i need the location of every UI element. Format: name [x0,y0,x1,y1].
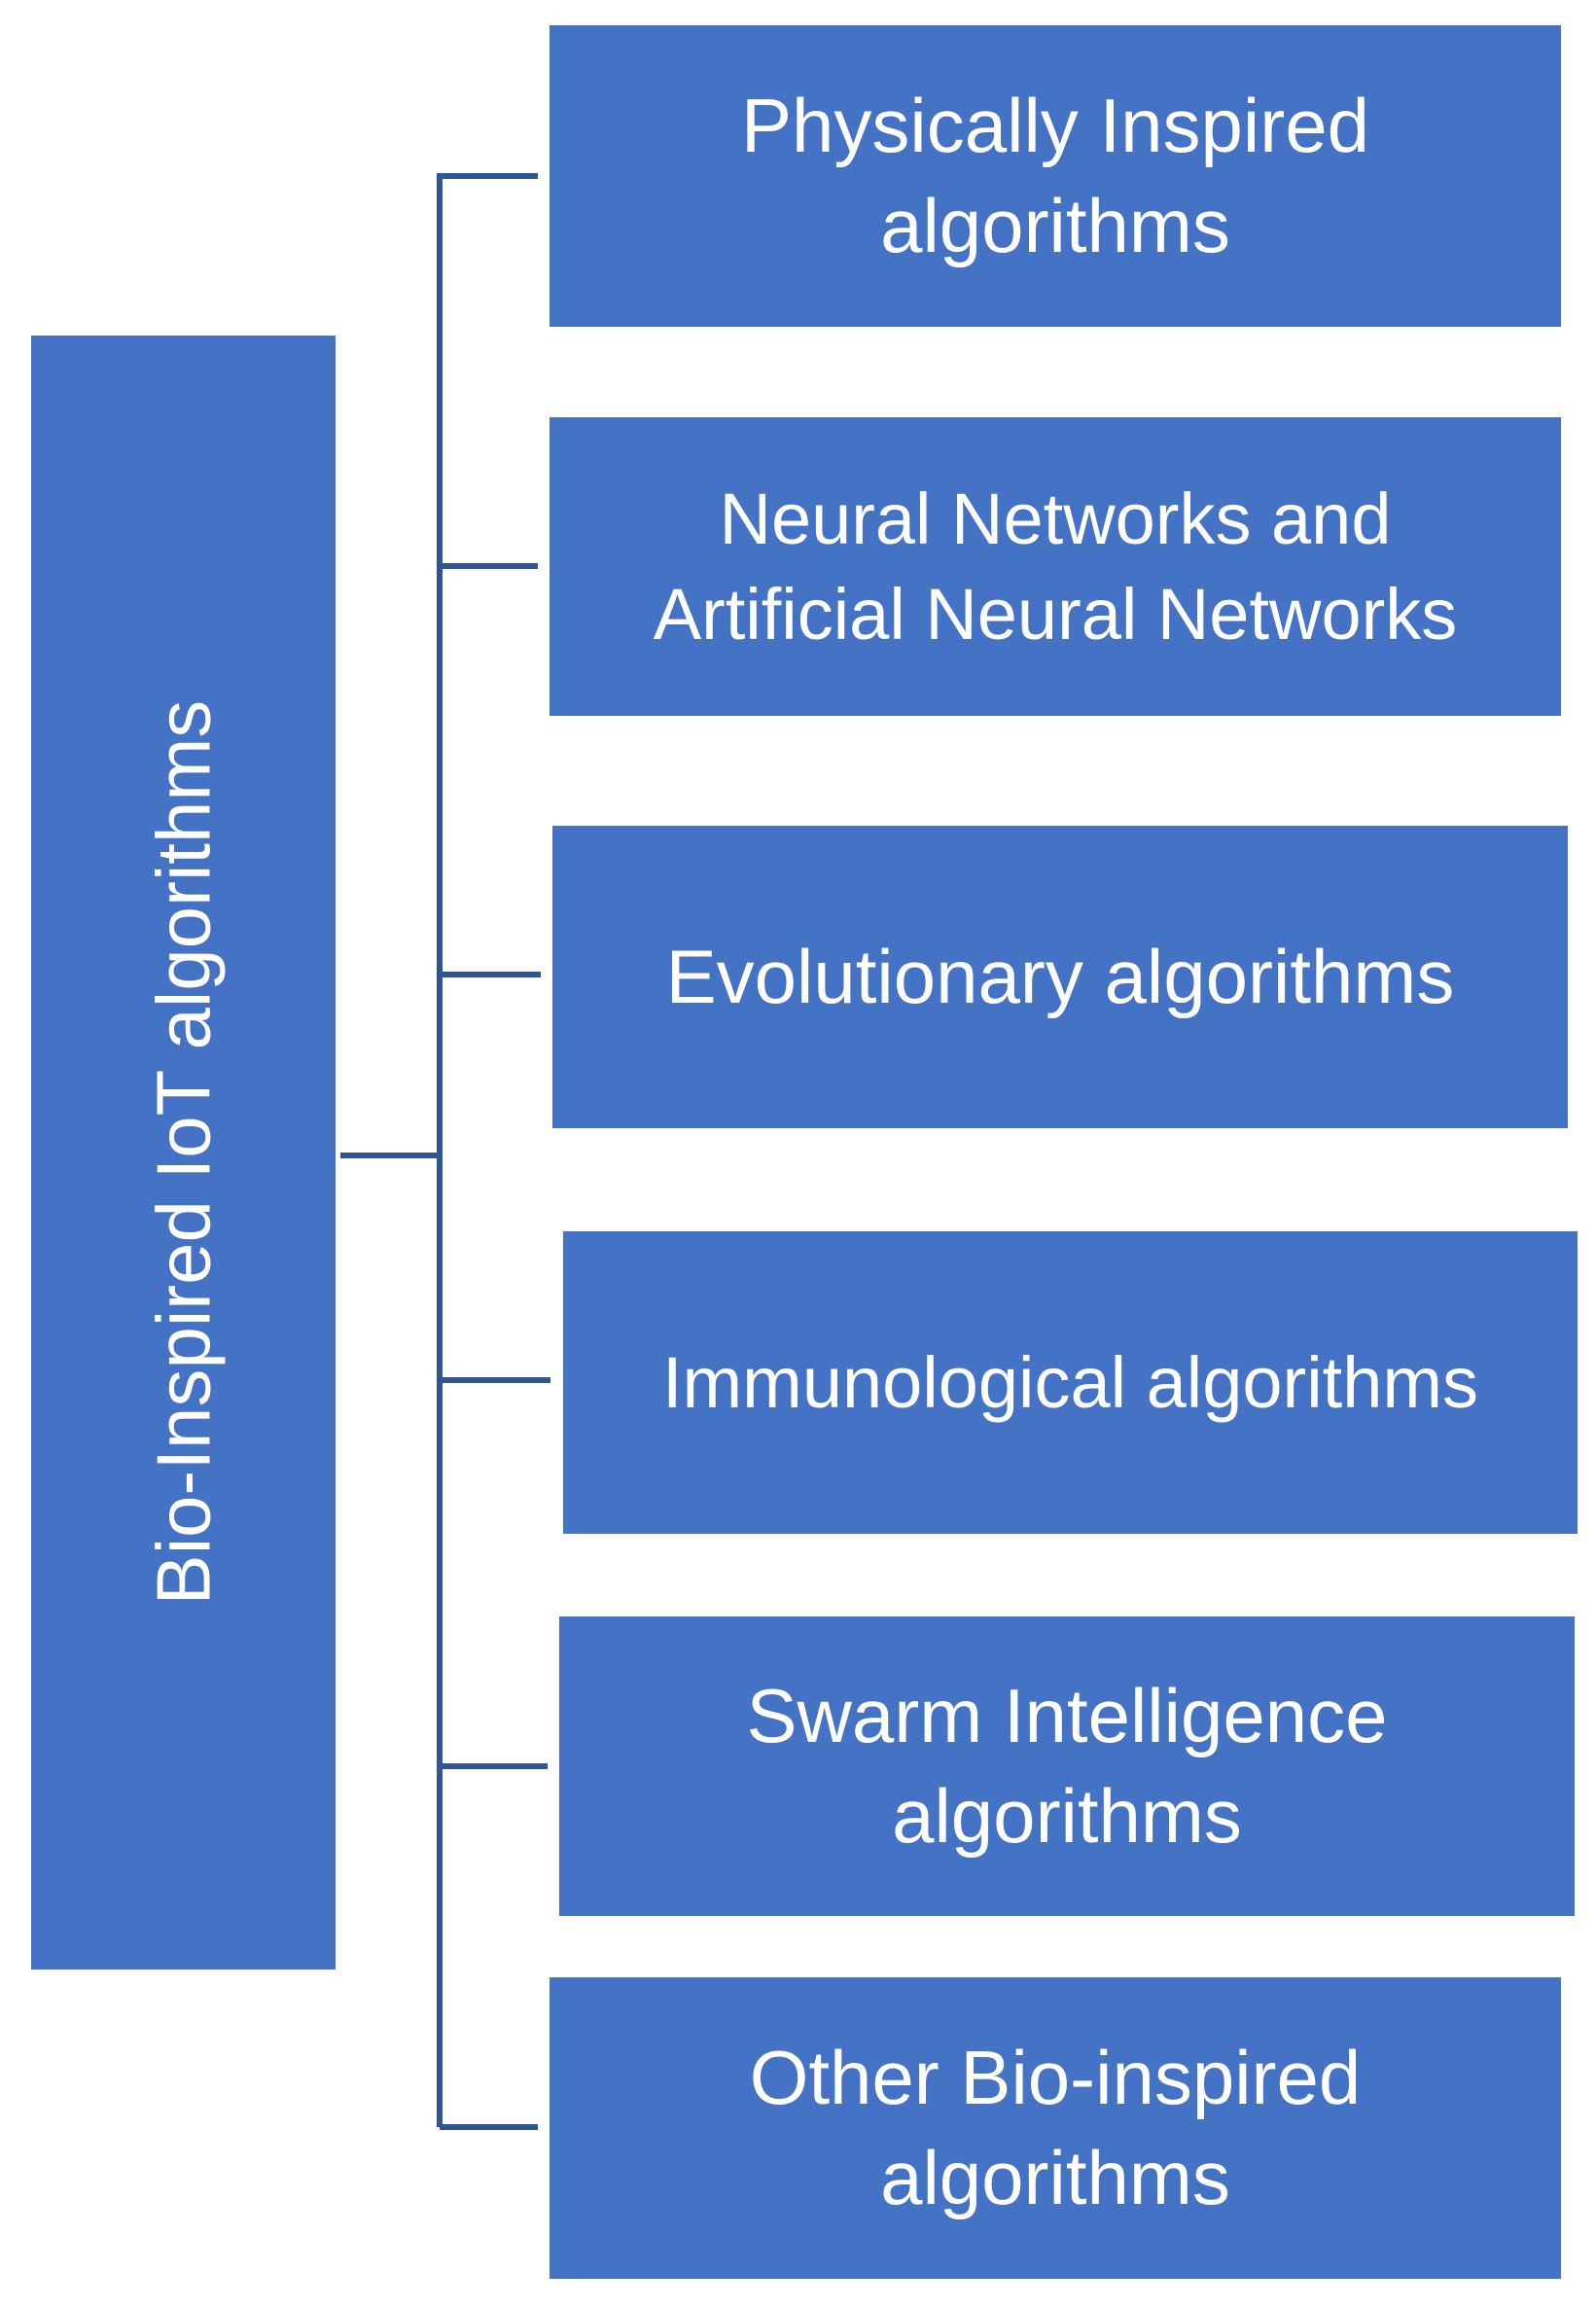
category-node-physically-inspired: Physically Inspired algorithms [550,25,1561,327]
category-node-neural-networks: Neural Networks and Artificial Neural Ne… [550,417,1561,716]
root-node-label: Bio-Inspired IoT algorithms [140,699,227,1606]
category-node-label: Evolutionary algorithms [665,934,1455,1020]
root-node: Bio-Inspired IoT algorithms [31,336,336,1970]
category-node-label: Immunological algorithms [661,1341,1478,1423]
category-node-label: Other Bio-inspired algorithms [749,2035,1362,2220]
category-node-other-bio-inspired: Other Bio-inspired algorithms [550,1977,1561,2279]
category-node-evolutionary: Evolutionary algorithms [552,826,1568,1128]
category-node-immunological: Immunological algorithms [563,1231,1578,1534]
category-node-swarm-intelligence: Swarm Intelligence algorithms [559,1616,1575,1916]
category-node-label: Physically Inspired algorithms [741,83,1369,268]
category-node-label: Swarm Intelligence algorithms [746,1673,1388,1859]
category-node-label: Neural Networks and Artificial Neural Ne… [653,478,1458,655]
